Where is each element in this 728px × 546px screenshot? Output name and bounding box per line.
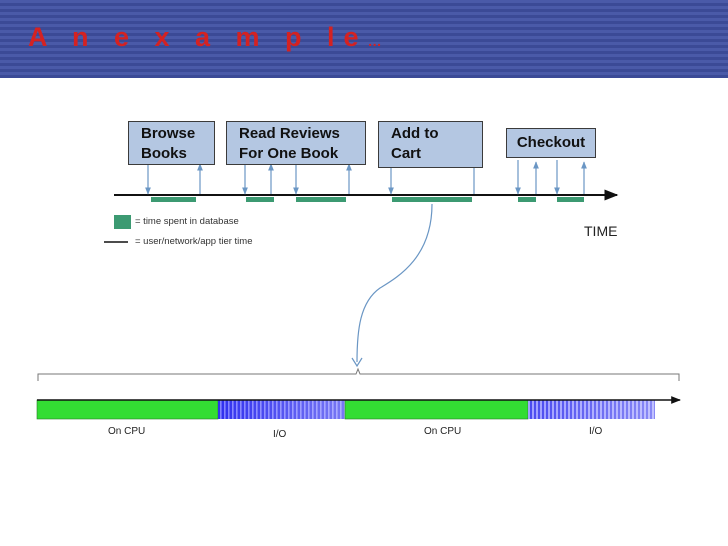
step-browse-books: Browse Books	[128, 121, 215, 165]
step-add-to-cart: Add to Cart	[378, 121, 483, 168]
request-arrows	[145, 153, 587, 195]
segment-label-io: I/O	[273, 429, 287, 440]
legend-tier-label: = user/network/app tier time	[135, 236, 253, 247]
step-checkout: Checkout	[506, 128, 596, 158]
slide-title-text: A n e x a m p le	[28, 22, 368, 52]
cpu-segment	[36, 399, 219, 420]
db-segment	[518, 197, 536, 202]
db-segments	[151, 197, 584, 202]
cpu-io-bar	[36, 396, 681, 420]
time-axis-label: TIME	[584, 223, 618, 239]
db-segment	[392, 197, 472, 202]
db-segment	[557, 197, 584, 202]
slide-title: A n e x a m p le…	[28, 22, 384, 53]
slide-title-ellipsis: …	[367, 33, 384, 49]
zoom-connector-arrowhead	[351, 357, 363, 368]
legend-db-label: = time spent in database	[135, 216, 239, 227]
db-segment	[151, 197, 196, 202]
zoom-connector	[356, 203, 433, 363]
diagram-stage: Browse Books Read Reviews For One Book A…	[0, 78, 728, 546]
segment-label-io: I/O	[589, 426, 603, 437]
slide-header: A n e x a m p le…	[0, 0, 728, 78]
step-read-reviews: Read Reviews For One Book	[226, 121, 366, 165]
breakdown-brace	[37, 367, 680, 381]
segment-label-on-cpu: On CPU	[424, 426, 462, 437]
legend-db-swatch	[114, 215, 131, 229]
diagram-canvas	[36, 153, 681, 420]
segment-label-on-cpu: On CPU	[108, 426, 146, 437]
db-segment	[246, 197, 274, 202]
cpu-segment	[344, 399, 529, 420]
io-segment-fade	[528, 400, 655, 419]
db-segment	[296, 197, 346, 202]
io-segment-fade	[218, 400, 345, 419]
